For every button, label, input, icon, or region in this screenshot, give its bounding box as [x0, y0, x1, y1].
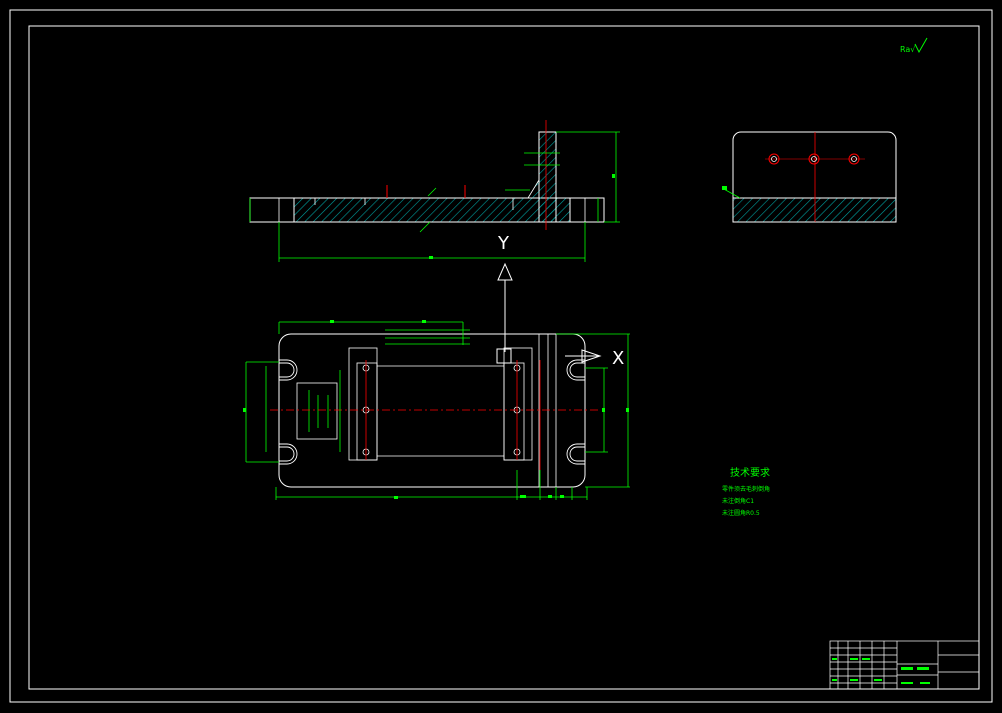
- plan-view: [243, 320, 630, 500]
- tech-requirements-title: 技术要求: [730, 466, 770, 479]
- side-view: [721, 131, 897, 223]
- tech-requirements: 技术要求 零件须去毛刺倒角 未注倒角C1 未注圆角R0.5: [722, 466, 770, 517]
- tech-requirement-line: 未注倒角C1: [722, 497, 754, 505]
- inner-border: [28, 25, 980, 690]
- tech-requirement-line: 零件须去毛刺倒角: [722, 485, 770, 493]
- tech-requirement-line: 未注圆角R0.5: [722, 509, 760, 517]
- title-block: [829, 640, 980, 690]
- surface-finish-symbol: Ra√: [900, 37, 928, 54]
- view-label-x: X: [612, 348, 624, 369]
- view-label-y: Y: [497, 233, 510, 254]
- view-arrow-x: X: [565, 348, 624, 369]
- surface-finish-label: Ra√: [900, 45, 916, 54]
- view-arrow-y: Y: [497, 233, 513, 352]
- outer-border: [9, 9, 993, 703]
- section-view-top: [249, 120, 620, 262]
